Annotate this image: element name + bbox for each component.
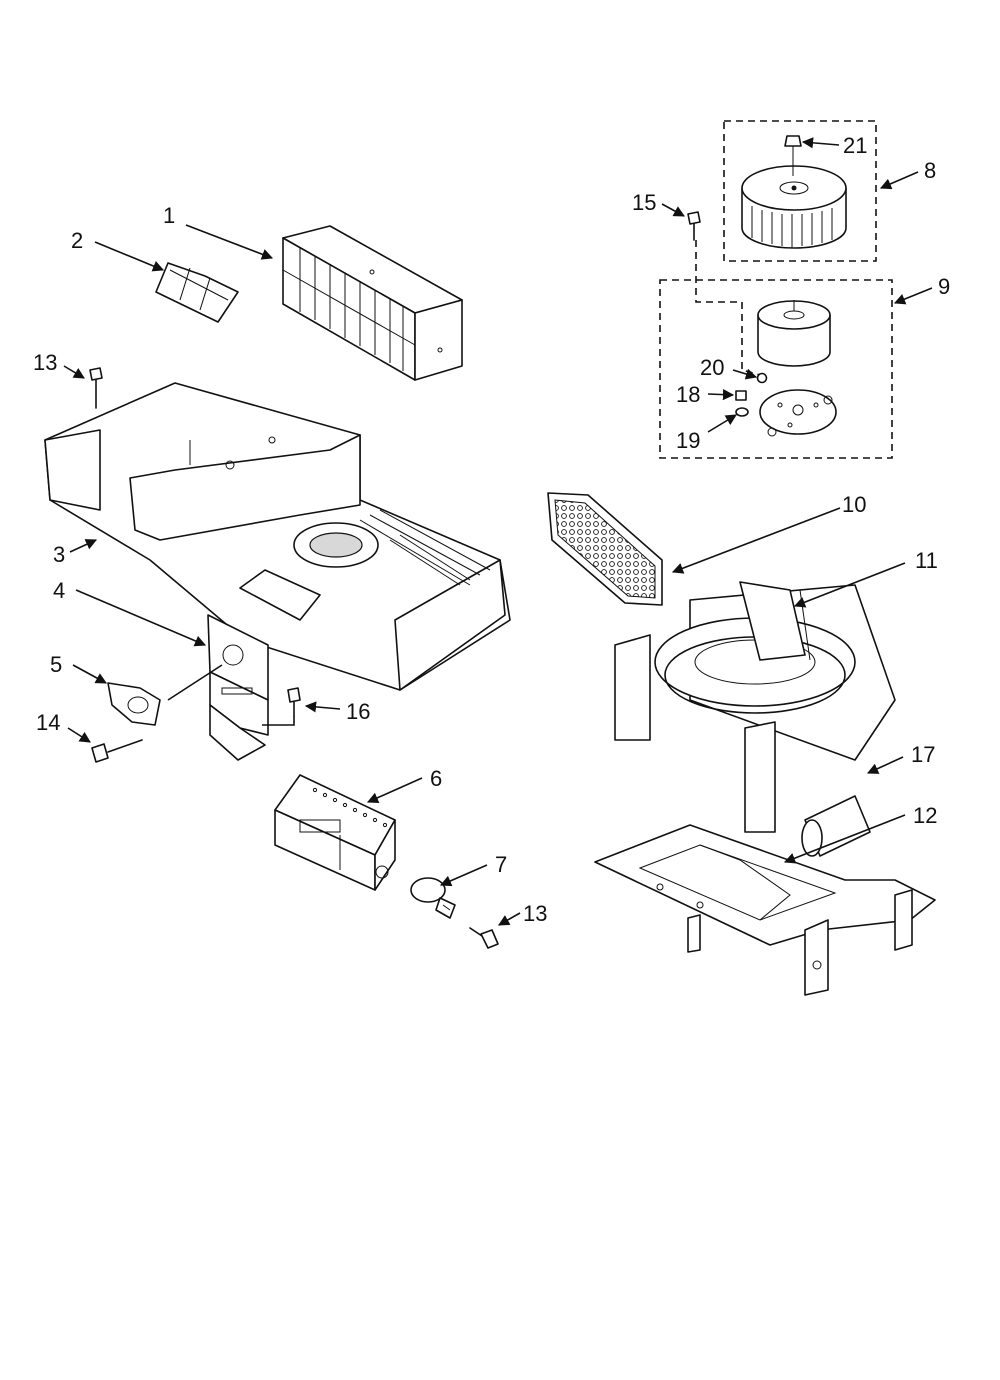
callout-2: 2	[71, 228, 83, 253]
leader-11	[793, 562, 906, 608]
callout-6: 6	[430, 766, 442, 791]
part-capacitor	[801, 795, 871, 857]
callout-15: 15	[632, 190, 656, 215]
leader-3	[69, 539, 98, 553]
callout-13-bottom: 13	[523, 901, 547, 926]
leader-5-link	[167, 664, 223, 701]
part-washer-19	[735, 407, 749, 417]
callout-14: 14	[36, 710, 60, 735]
callout-16: 16	[346, 699, 370, 724]
part-blower-wheel	[741, 165, 847, 249]
leader-2	[94, 241, 165, 272]
blower-wheel-assembly-box	[723, 120, 877, 262]
part-grease-filter	[547, 492, 663, 606]
part-nut-21	[784, 135, 802, 176]
leader-16-link	[262, 716, 295, 726]
callout-4: 4	[53, 578, 65, 603]
part-mounting-plate	[594, 824, 936, 996]
leader-19	[707, 414, 737, 433]
part-washer-20	[756, 372, 768, 384]
screw-16	[287, 687, 301, 717]
leader-8	[879, 171, 919, 190]
callout-10: 10	[842, 492, 866, 517]
screw-13-bottom	[469, 927, 499, 949]
part-fan-motor	[757, 300, 831, 367]
callout-9: 9	[938, 274, 950, 299]
callout-13-top: 13	[33, 350, 57, 375]
part-mounting-bracket	[207, 614, 269, 761]
leader-7	[439, 864, 488, 887]
leader-10	[671, 507, 841, 574]
callout-labels: 1 2 3 4 5 6 7 8 9 10 11 12 13 13 14 15 1…	[33, 133, 950, 926]
leader-lines	[63, 137, 933, 926]
screw-13-top	[89, 367, 103, 409]
callout-17: 17	[911, 742, 935, 767]
callout-5: 5	[50, 652, 62, 677]
leader-9	[893, 287, 933, 305]
callout-21: 21	[843, 133, 867, 158]
callout-7: 7	[495, 852, 507, 877]
part-lamp-housing	[274, 774, 396, 891]
callout-8: 8	[924, 158, 936, 183]
callout-20: 20	[700, 355, 724, 380]
leader-13b	[498, 912, 521, 926]
part-vent-box	[282, 225, 463, 381]
callout-18: 18	[676, 382, 700, 407]
leader-5	[72, 664, 107, 684]
part-blower-housing	[614, 581, 896, 833]
leader-20	[732, 368, 758, 380]
leader-18	[707, 389, 735, 401]
part-thermostat	[107, 682, 161, 726]
leader-17	[866, 756, 904, 774]
part-base-pan	[44, 382, 511, 691]
leader-14	[67, 727, 91, 743]
part-damper	[155, 262, 239, 323]
screw-14	[91, 739, 143, 763]
leader-6	[366, 777, 423, 804]
leader-15	[661, 203, 685, 217]
part-light-bulb	[410, 877, 456, 919]
leader-16	[304, 701, 341, 713]
leader-1	[185, 224, 274, 260]
part-motor-mount	[759, 389, 837, 437]
leader-4	[75, 589, 207, 647]
callout-3: 3	[53, 542, 65, 567]
callout-1: 1	[163, 203, 175, 228]
callout-11: 11	[915, 548, 938, 573]
callout-19: 19	[676, 428, 700, 453]
leader-12	[783, 814, 906, 864]
part-nut-18	[735, 390, 747, 401]
leader-21	[801, 137, 840, 149]
leader-13a	[63, 365, 85, 379]
screw-15	[687, 211, 701, 241]
callout-12: 12	[913, 803, 937, 828]
